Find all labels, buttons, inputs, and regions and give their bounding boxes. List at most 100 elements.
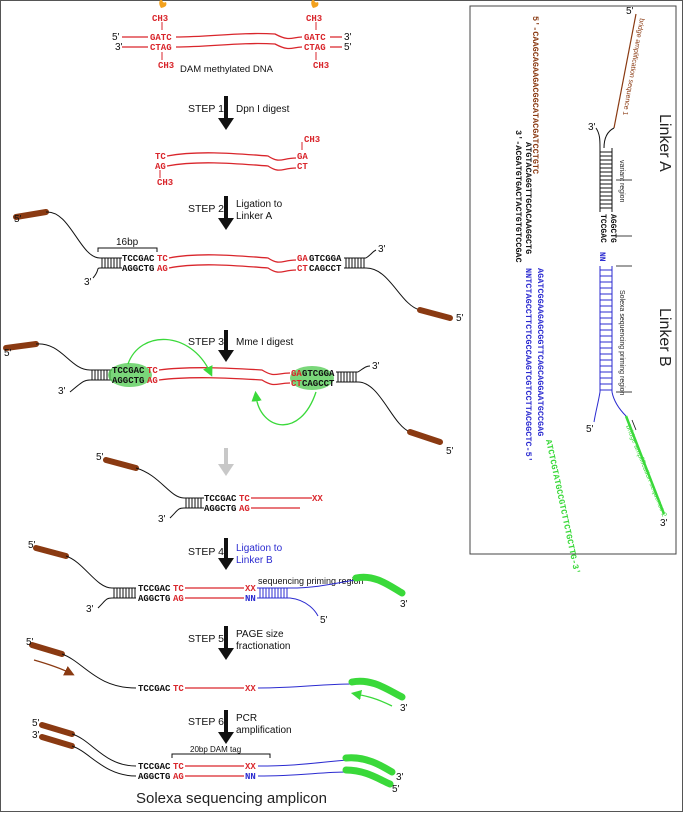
tccgac-seq: TCCGAC bbox=[138, 684, 171, 694]
linker-a-tccgac: TCCGAC bbox=[598, 214, 607, 243]
linker-a-title: Linker A bbox=[656, 114, 673, 172]
step-5-label: STEP 5 bbox=[188, 633, 224, 645]
five-prime-label: 5' bbox=[4, 348, 12, 359]
seq-priming-label: sequencing priming region bbox=[258, 576, 364, 586]
three-prime-label: 3' bbox=[588, 122, 596, 133]
hairpin bbox=[184, 497, 204, 509]
step-4-label: STEP 4 bbox=[188, 546, 224, 558]
linker-a-ladder bbox=[599, 148, 613, 212]
tc-seq: TC bbox=[157, 254, 168, 264]
tc-seq: TC bbox=[147, 366, 158, 376]
linker-b-seq-1: AGATCGGAAGAGCGGTTCAGCAGGAATGCCGAG bbox=[535, 268, 545, 436]
linker-a-brown-seq: 5'-CAAGCAGAAGACGGCATACGATCCTGTC bbox=[530, 16, 540, 174]
five-prime-label: 5' bbox=[32, 718, 40, 729]
cut-arrow bbox=[251, 390, 317, 426]
step-3-label: STEP 3 bbox=[188, 336, 224, 348]
tccgac-seq: TCCGAC bbox=[112, 366, 145, 376]
three-prime-label: 3' bbox=[378, 244, 386, 255]
five-prime-label: 5' bbox=[14, 214, 22, 225]
gray-arrow bbox=[218, 448, 234, 476]
linker-b-schematic: NN Solexa sequencing priming region 5' bbox=[586, 252, 668, 529]
dam-tag-label: 20bp DAM tag bbox=[190, 745, 241, 754]
aggctg-seq: AGGCTG bbox=[138, 594, 170, 604]
three-prime-label: 3' bbox=[115, 42, 123, 53]
three-prime-label: 3' bbox=[660, 518, 668, 529]
gatc-seq: GATC bbox=[150, 33, 172, 43]
linker-b-title: Linker B bbox=[656, 308, 673, 367]
aggctg-seq: AGGCTG bbox=[122, 264, 154, 274]
nn-seq: NN bbox=[245, 772, 256, 782]
step-6: STEP 6 PCR amplification bbox=[188, 710, 292, 744]
step-5: STEP 5 PAGE size fractionation bbox=[188, 626, 290, 660]
five-prime-label: 5' bbox=[456, 313, 464, 324]
flame-icon bbox=[159, 0, 167, 8]
aggctg-seq: AGGCTG bbox=[112, 376, 144, 386]
five-prime-label: 5' bbox=[626, 6, 634, 17]
xx-seq: XX bbox=[245, 584, 256, 594]
five-prime-label: 5' bbox=[392, 784, 400, 795]
tccgac-seq: TCCGAC bbox=[138, 584, 171, 594]
linker-b-nn: NN bbox=[597, 252, 606, 262]
xx-seq: XX bbox=[245, 684, 256, 694]
bridge-2-label: bridge amplification sequence 2 bbox=[624, 424, 667, 518]
three-prime-label: 3' bbox=[84, 277, 92, 288]
aggctg-seq: AGGCTG bbox=[204, 504, 236, 514]
ctag-seq: CTAG bbox=[304, 43, 326, 53]
dpn-fragment: TC AG GA CT CH3 CH3 bbox=[155, 135, 320, 188]
linker-b-seq-2: NNTCTAGCCTTCTCGCCAAGTCGTCCTTACGGCTC-5' bbox=[523, 268, 533, 462]
dam-label: DAM methylated DNA bbox=[180, 64, 274, 75]
three-prime-label: 3' bbox=[372, 361, 380, 372]
ch3-label: CH3 bbox=[306, 14, 322, 24]
primer-arrow bbox=[350, 689, 393, 707]
xx-seq: XX bbox=[245, 762, 256, 772]
tc-seq: TC bbox=[173, 684, 184, 694]
three-prime-label: 3' bbox=[396, 772, 404, 783]
three-prime-label: 3' bbox=[344, 32, 352, 43]
ch3-label: CH3 bbox=[157, 178, 173, 188]
ct-seq: CT bbox=[297, 264, 308, 274]
step-1-label: STEP 1 bbox=[188, 103, 224, 115]
step-2-desc: Linker A bbox=[236, 211, 272, 222]
amplicon-label: Solexa sequencing amplicon bbox=[136, 790, 327, 807]
linker-panel: Linker A Linker B 5'-CAAGCAGAAGACGGCATAC… bbox=[469, 5, 677, 575]
hairpin bbox=[112, 587, 136, 599]
five-prime-label: 5' bbox=[344, 42, 352, 53]
nn-seq: NN bbox=[245, 594, 256, 604]
step-3-desc: Mme I digest bbox=[236, 337, 293, 348]
hairpin-right bbox=[336, 371, 358, 383]
five-prime-label: 5' bbox=[446, 446, 454, 457]
tc-seq: TC bbox=[173, 762, 184, 772]
three-prime-label: 3' bbox=[32, 730, 40, 741]
tccgac-seq: TCCGAC bbox=[204, 494, 237, 504]
ag-seq: AG bbox=[157, 264, 168, 274]
gtcgga-seq: GTCGGA bbox=[302, 369, 335, 379]
step-2: STEP 2 Ligation to Linker A bbox=[188, 196, 283, 230]
cagcct-seq: CAGCCT bbox=[309, 264, 342, 274]
step-3: STEP 3 Mme I digest bbox=[188, 330, 293, 362]
step-5-desc: fractionation bbox=[236, 641, 290, 652]
xx-seq: XX bbox=[312, 494, 323, 504]
three-prime-label: 3' bbox=[58, 386, 66, 397]
ct-seq: CT bbox=[291, 379, 302, 389]
step-6-desc: amplification bbox=[236, 725, 292, 736]
ag-seq: AG bbox=[239, 504, 250, 514]
tc-seq: TC bbox=[173, 584, 184, 594]
step-6-label: STEP 6 bbox=[188, 716, 224, 728]
primer-arrow bbox=[33, 659, 75, 676]
blue-ladder bbox=[257, 587, 290, 599]
ag-seq: AG bbox=[173, 594, 184, 604]
ch3-label: CH3 bbox=[304, 135, 320, 145]
five-prime-label: 5' bbox=[96, 452, 104, 463]
cut-arrow bbox=[127, 338, 213, 377]
tccgac-seq: TCCGAC bbox=[138, 762, 171, 772]
step-2-desc: Ligation to bbox=[236, 199, 283, 210]
aggctg-seq: AGGCTG bbox=[138, 772, 170, 782]
ag-seq: AG bbox=[173, 772, 184, 782]
dam-methylated-dna: CH3 CH3 5' 3' GATC CTAG GATC CTAG 3' 5' … bbox=[112, 0, 352, 75]
ctag-seq: CTAG bbox=[150, 43, 172, 53]
ag-seq: AG bbox=[155, 162, 166, 172]
pcr-product: 5' 3' 20bp DAM tag TCCGAC AGGCTG TC AG X… bbox=[32, 718, 404, 807]
cut-product: 5' 3' TCCGAC AGGCTG TC AG XX bbox=[96, 452, 323, 525]
mme-site-highlight bbox=[108, 363, 152, 387]
linker-b-ligated: 5' 3' TCCGAC AGGCTG TC AG XX NN sequenci… bbox=[28, 540, 408, 626]
